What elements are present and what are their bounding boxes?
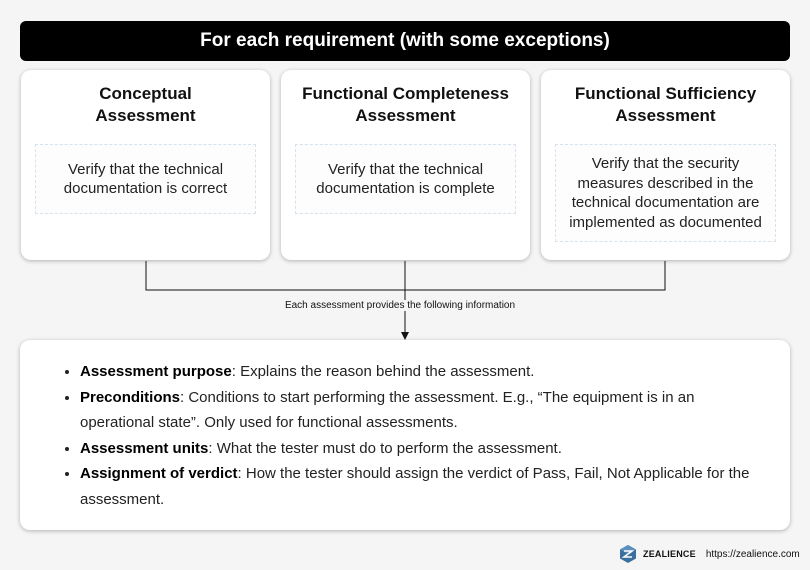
list-item: Preconditions: Conditions to start perfo… (80, 385, 770, 436)
card-functional-sufficiency-assessment: Functional Sufficiency Assessment Verify… (541, 70, 790, 260)
card-functional-completeness-assessment: Functional Completeness Assessment Verif… (281, 70, 530, 260)
connector-branch-left (145, 261, 405, 291)
list-item-text: : What the tester must do to perform the… (208, 439, 562, 457)
connector-label-text: Each assessment provides the following i… (282, 300, 518, 311)
information-list: Assessment purpose: Explains the reason … (60, 359, 770, 512)
list-item-text: : Explains the reason behind the assessm… (231, 363, 535, 380)
list-item-term: Assignment of verdict (80, 465, 238, 482)
list-item-term: Assessment units (80, 439, 209, 457)
card-title: Conceptual Assessment (95, 84, 196, 125)
card-title: Functional Completeness Assessment (302, 84, 509, 125)
website-link[interactable]: https://zealience.com (705, 548, 800, 560)
page-title: For each requirement (with some exceptio… (200, 30, 610, 51)
zealience-logo-icon (620, 545, 636, 563)
information-box: Assessment purpose: Explains the reason … (20, 340, 790, 530)
card-description: Verify that the security measures descri… (555, 144, 776, 242)
card-description: Verify that the technical documentation … (295, 144, 516, 214)
list-item: Assignment of verdict: How the tester sh… (80, 461, 770, 512)
list-item: Assessment units: What the tester must d… (80, 436, 770, 462)
brand-name: ZEALIENCE (643, 549, 696, 559)
connector-branch-right (405, 261, 666, 291)
list-item-term: Preconditions (80, 388, 181, 406)
list-item-text: : How the tester should assign the verdi… (80, 465, 750, 508)
list-item-term: Assessment purpose (80, 363, 232, 380)
connector-lines (145, 261, 666, 340)
footer: ZEALIENCE https://zealience.com (619, 543, 800, 565)
card-conceptual-assessment: Conceptual Assessment Verify that the te… (21, 70, 270, 260)
list-item: Assessment purpose: Explains the reason … (80, 359, 770, 385)
list-item-text: : Conditions to start performing the ass… (80, 388, 695, 432)
connector-label: Each assessment provides the following i… (0, 300, 800, 311)
page-header: For each requirement (with some exceptio… (20, 21, 790, 61)
card-title: Functional Sufficiency Assessment (574, 84, 757, 125)
card-description: Verify that the technical documentation … (35, 144, 256, 214)
